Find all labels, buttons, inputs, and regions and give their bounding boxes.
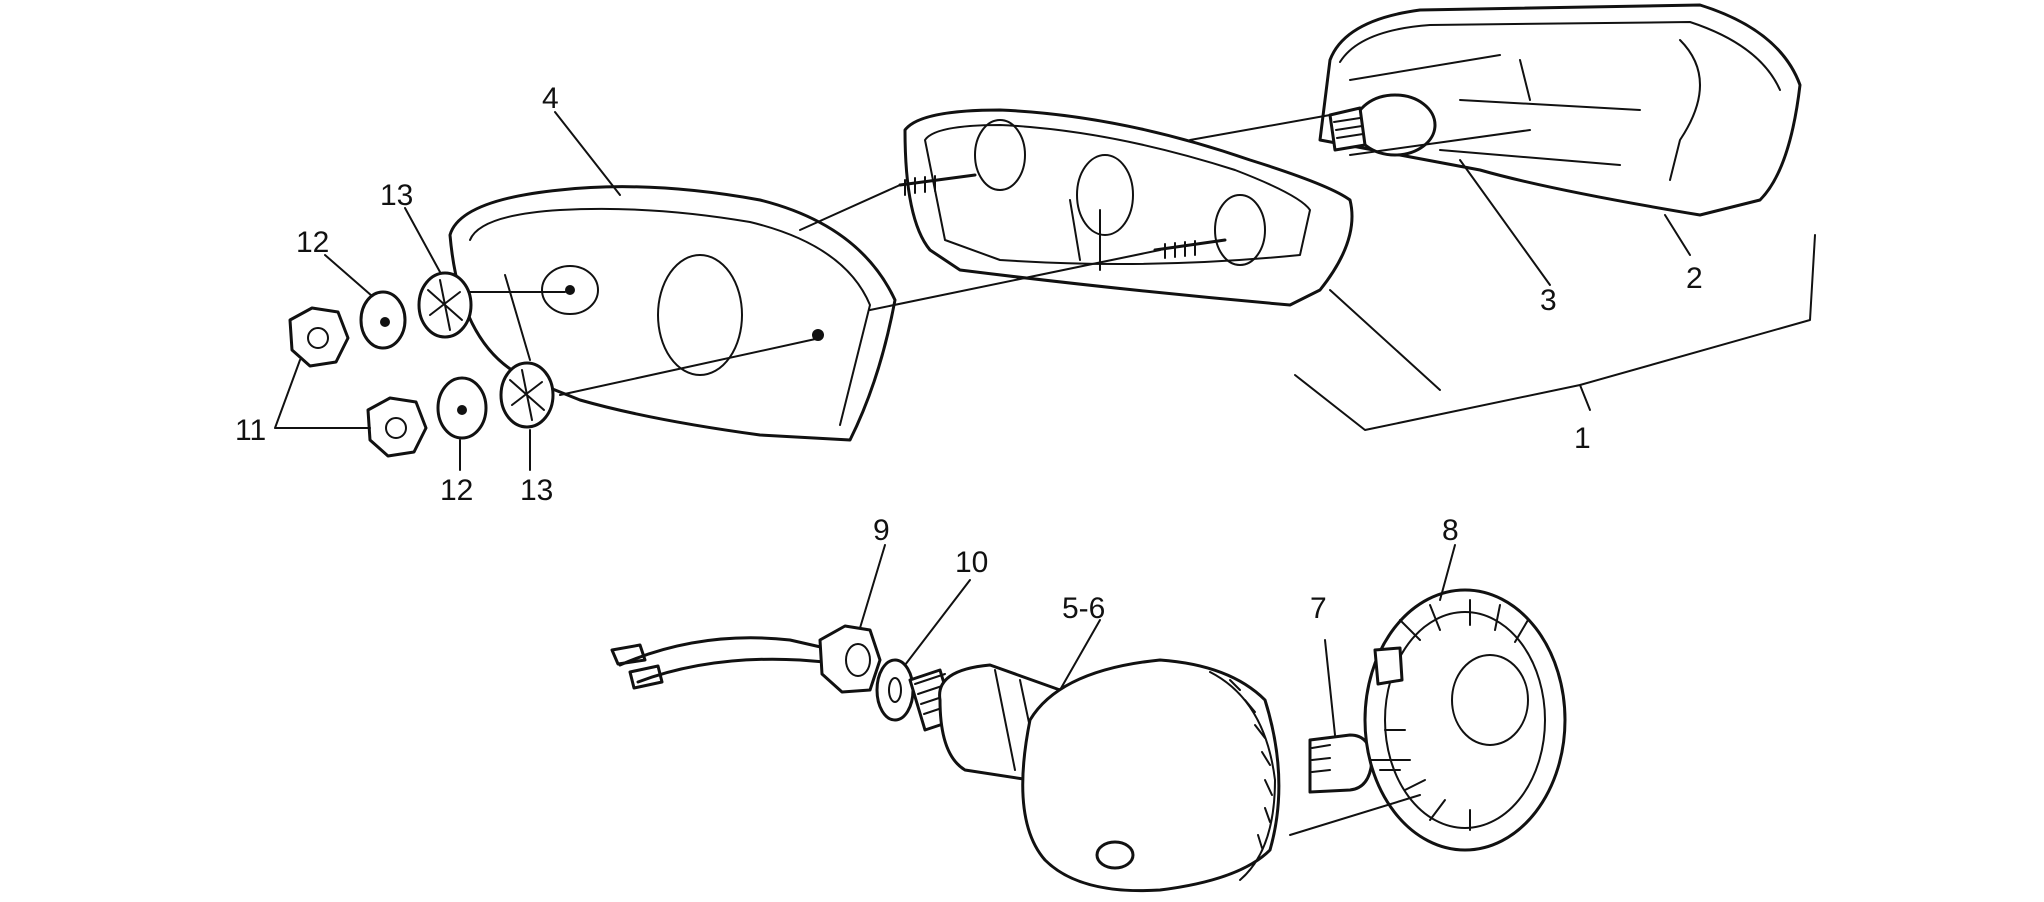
- callout-13-lower: 13: [520, 474, 553, 507]
- callout-leaders-lower: [859, 544, 1456, 736]
- lock-washer-upper: [417, 271, 473, 339]
- callout-12-upper: 12: [296, 226, 329, 259]
- washer-lower: [436, 376, 488, 440]
- lock-washer-lower: [499, 361, 555, 429]
- nut-lower: [366, 396, 428, 458]
- callout-13-upper: 13: [380, 179, 413, 212]
- nut-upper: [288, 306, 350, 368]
- callout-8: 8: [1442, 514, 1459, 547]
- callout-leaders-upper: [274, 111, 1816, 471]
- turn-signal-nut: [818, 624, 882, 694]
- callout-12-lower: 12: [440, 474, 473, 507]
- turn-signal-lens: [1363, 588, 1567, 852]
- turn-signal-bulb: [1308, 733, 1374, 794]
- callout-3: 3: [1540, 284, 1557, 317]
- callout-1: 1: [1574, 422, 1591, 455]
- callout-4: 4: [542, 82, 559, 115]
- callout-9: 9: [873, 514, 890, 547]
- tail-light-base: [898, 108, 1354, 307]
- assembly-lines-lower: [1289, 759, 1421, 836]
- callout-2: 2: [1686, 262, 1703, 295]
- tail-light-lens: [1318, 3, 1802, 217]
- hardware-upper-row: [288, 271, 473, 368]
- callout-5-6: 5-6: [1062, 592, 1105, 625]
- turn-signal-wiring: [610, 636, 827, 690]
- hardware-lower-row: [366, 361, 555, 458]
- callout-10: 10: [955, 546, 988, 579]
- callout-7: 7: [1310, 592, 1327, 625]
- washer-upper: [359, 290, 407, 350]
- callout-11: 11: [235, 414, 266, 447]
- turn-signal-housing: [1021, 658, 1281, 893]
- turn-signal-washer: [875, 658, 915, 722]
- tail-light-bulb: [1328, 93, 1437, 157]
